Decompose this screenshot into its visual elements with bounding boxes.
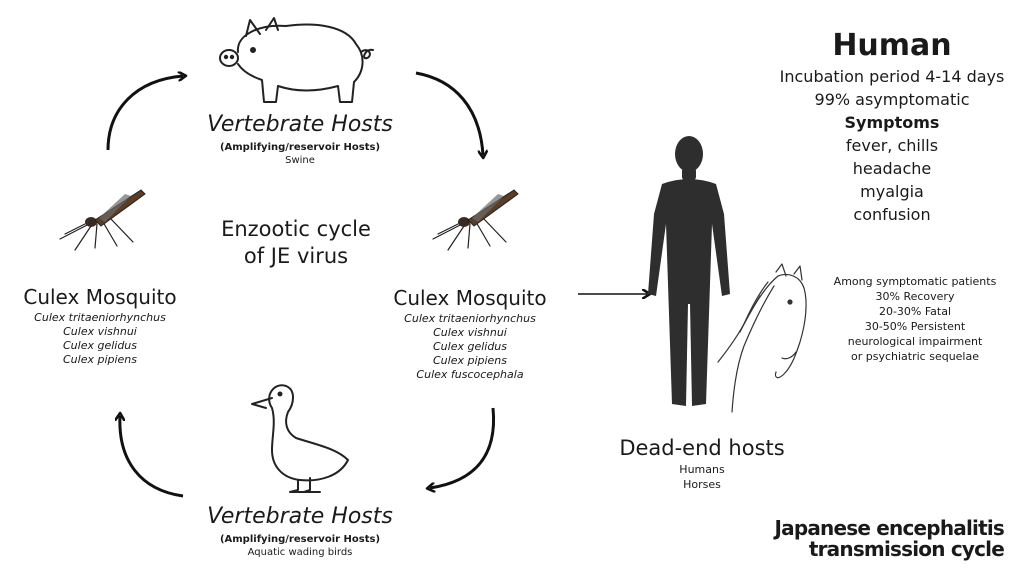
top-host-subtitle: (Amplifying/reservoir Hosts) bbox=[180, 141, 420, 154]
species-item: Culex fuscocephala bbox=[370, 368, 570, 382]
species-item: Culex tritaeniorhynchus bbox=[0, 311, 200, 325]
arrow-icon bbox=[108, 76, 183, 150]
mosquito-icon bbox=[55, 184, 155, 254]
enzootic-label-line2: of JE virus bbox=[196, 243, 396, 270]
incubation-line: Incubation period 4-14 days bbox=[760, 65, 1024, 88]
symptom-item: myalgia bbox=[760, 180, 1024, 203]
dead-end-item: Horses bbox=[596, 477, 808, 492]
species-item: Culex pipiens bbox=[0, 353, 200, 367]
symptoms-heading: Symptoms bbox=[760, 111, 1024, 134]
brand-title-line2: transmission cycle bbox=[700, 539, 1004, 560]
bottom-host-subtitle: (Amplifying/reservoir Hosts) bbox=[180, 533, 420, 546]
outcome-item: 30-50% Persistent bbox=[812, 319, 1018, 334]
arrow-icon bbox=[120, 416, 183, 496]
horse-icon bbox=[716, 262, 816, 422]
species-item: Culex vishnui bbox=[0, 325, 200, 339]
arrow-icon bbox=[416, 73, 483, 155]
dead-end-title: Dead-end hosts bbox=[596, 436, 808, 460]
symptom-item: headache bbox=[760, 157, 1024, 180]
top-host-title: Vertebrate Hosts bbox=[180, 112, 420, 137]
outcome-item: neurological impairment bbox=[812, 334, 1018, 349]
species-item: Culex tritaeniorhynchus bbox=[370, 312, 570, 326]
pig-icon bbox=[216, 14, 386, 109]
symptom-item: fever, chills bbox=[760, 134, 1024, 157]
outcome-item: 20-30% Fatal bbox=[812, 304, 1018, 319]
symptom-item: confusion bbox=[760, 203, 1024, 226]
enzootic-label-line1: Enzootic cycle bbox=[196, 216, 396, 243]
mosquito-icon bbox=[428, 184, 528, 254]
asymptomatic-line: 99% asymptomatic bbox=[760, 88, 1024, 111]
human-title: Human bbox=[760, 28, 1024, 63]
outcome-item: 30% Recovery bbox=[812, 289, 1018, 304]
right-mosquito-title: Culex Mosquito bbox=[370, 286, 570, 310]
species-item: Culex vishnui bbox=[370, 326, 570, 340]
species-item: Culex gelidus bbox=[0, 339, 200, 353]
bottom-host-title: Vertebrate Hosts bbox=[180, 504, 420, 529]
bottom-host-kind: Aquatic wading birds bbox=[180, 546, 420, 559]
left-mosquito-title: Culex Mosquito bbox=[0, 285, 200, 309]
arrow-icon bbox=[430, 408, 494, 488]
species-item: Culex pipiens bbox=[370, 354, 570, 368]
dead-end-item: Humans bbox=[596, 462, 808, 477]
duck-icon bbox=[244, 378, 356, 498]
brand-title-line1: Japanese encephalitis bbox=[700, 518, 1004, 539]
top-host-kind: Swine bbox=[180, 154, 420, 167]
outcome-item: or psychiatric sequelae bbox=[812, 349, 1018, 364]
outcomes-heading: Among symptomatic patients bbox=[812, 274, 1018, 289]
species-item: Culex gelidus bbox=[370, 340, 570, 354]
